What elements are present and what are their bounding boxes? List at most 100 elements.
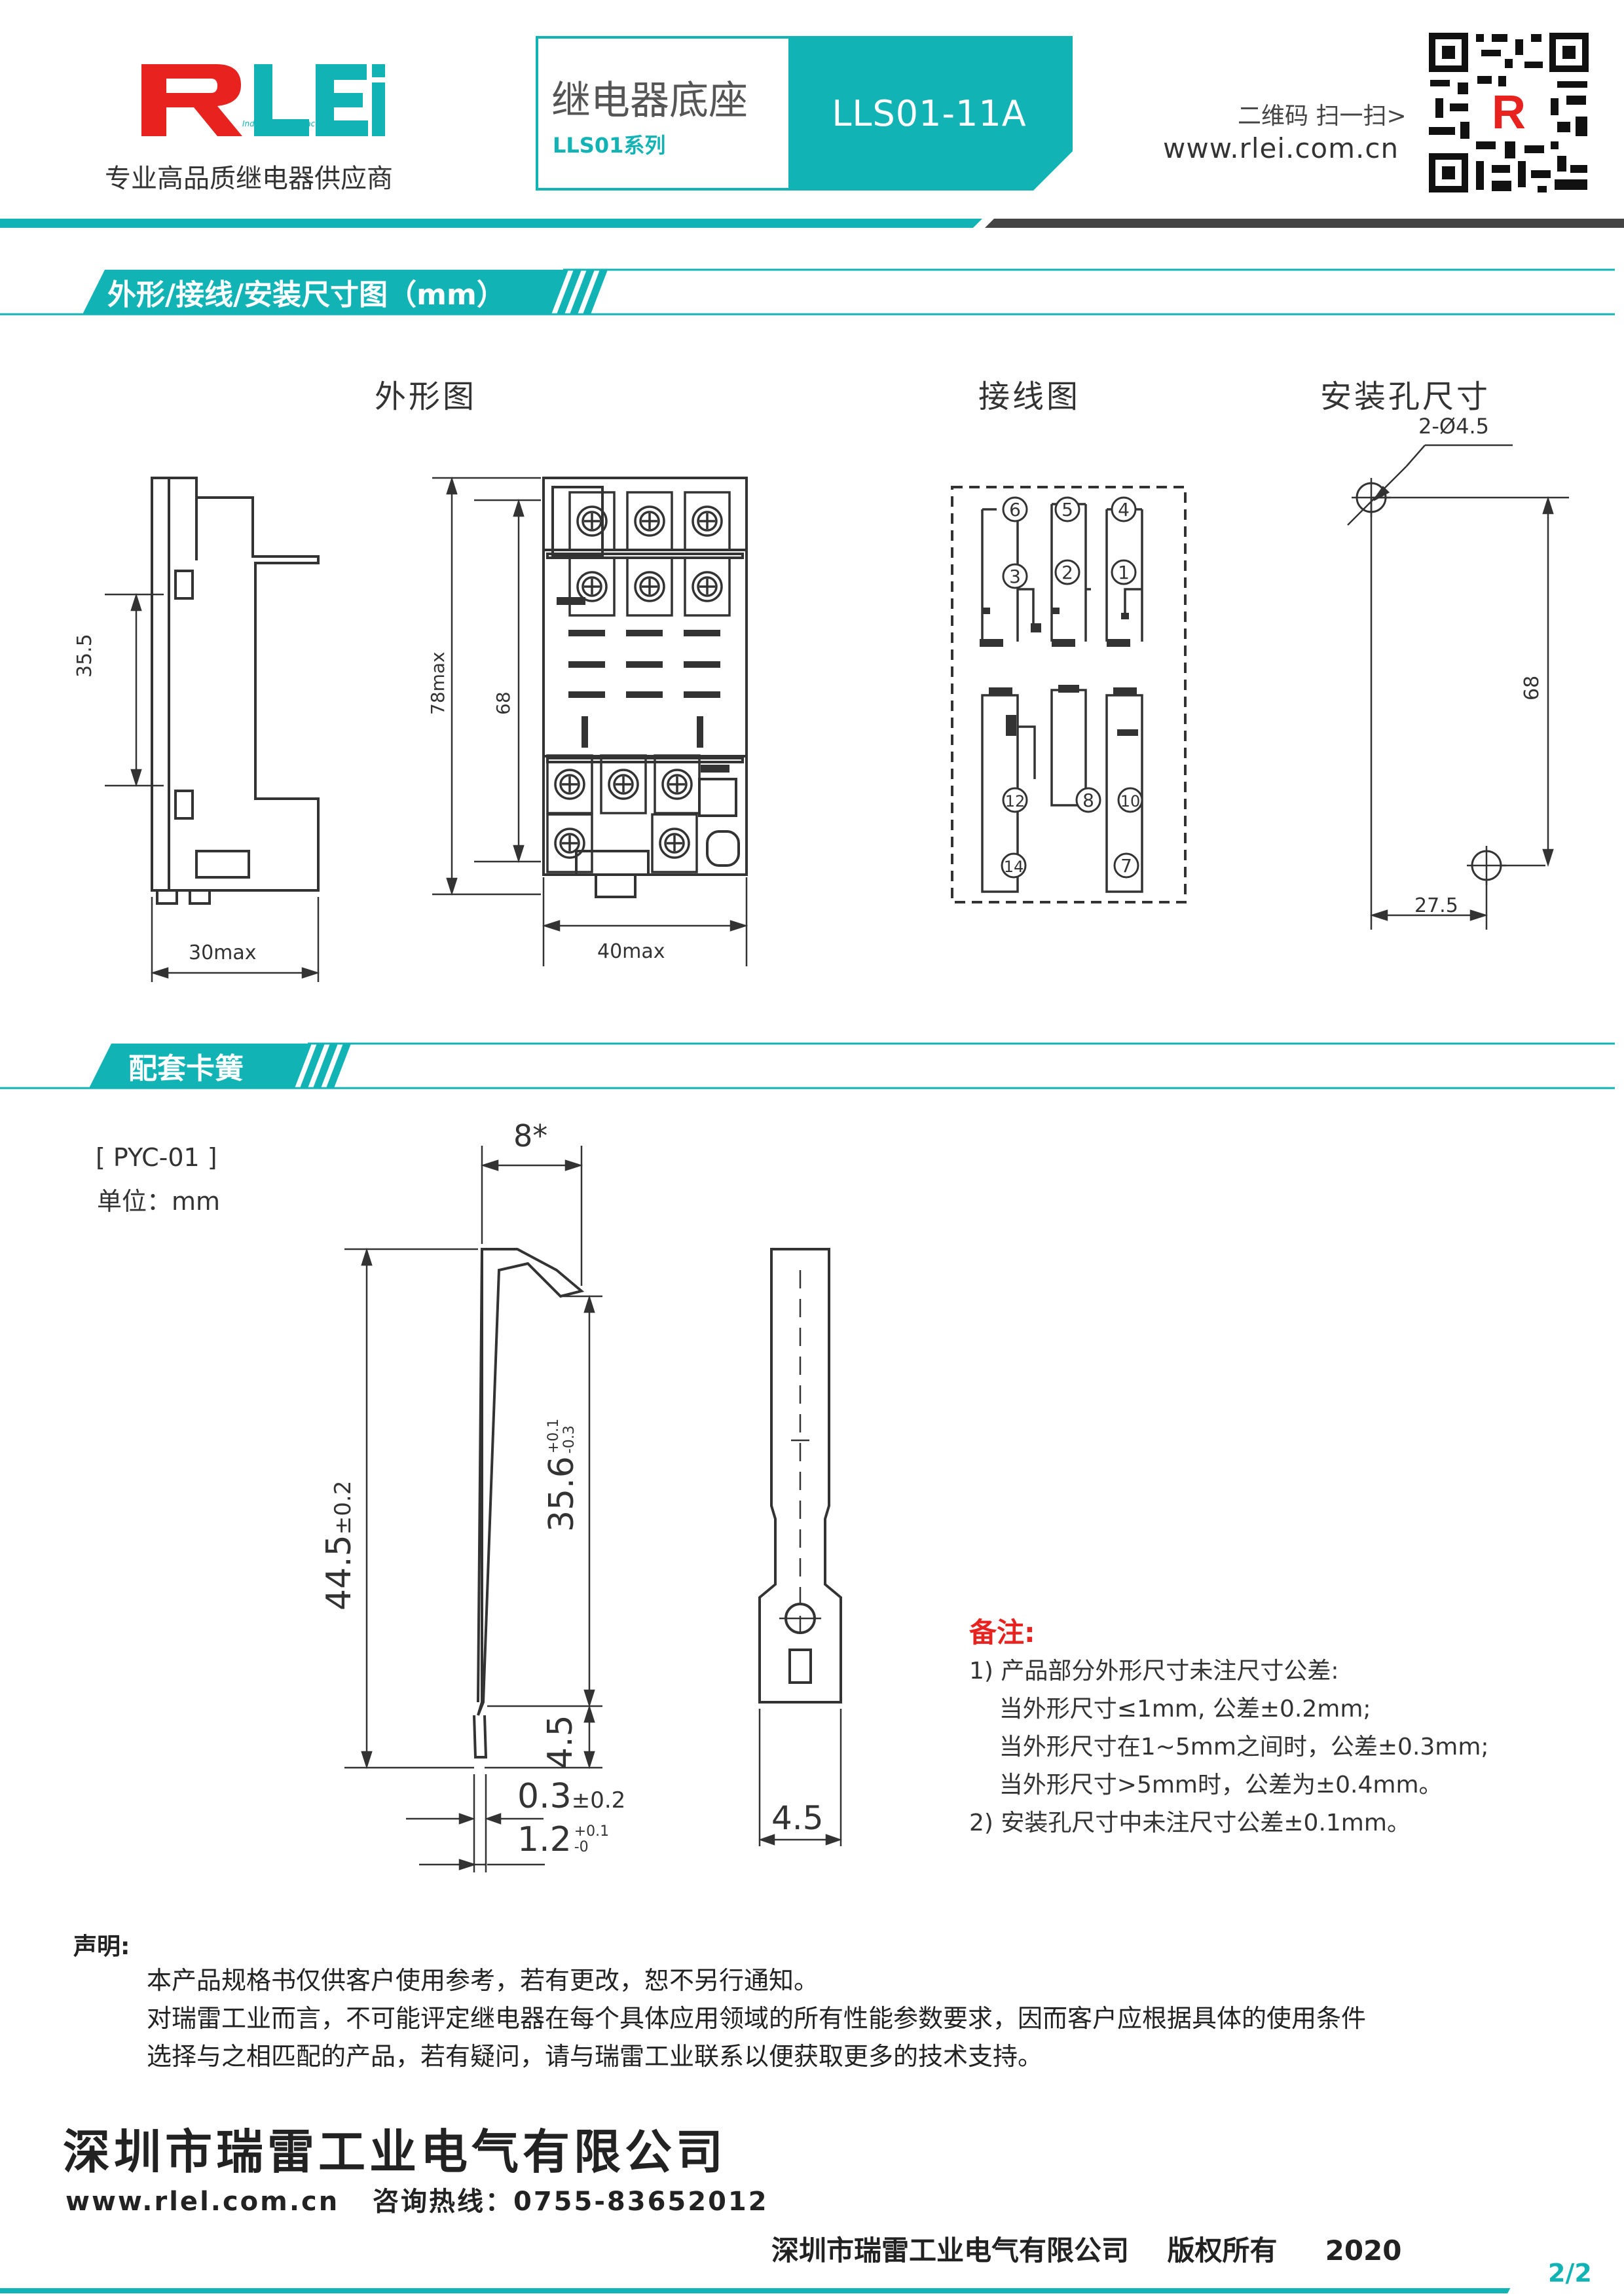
terminal-circle <box>1002 496 1028 522</box>
product-category: 继电器底座 <box>551 78 748 124</box>
mounting-title: 安装孔尺寸 <box>1320 378 1491 415</box>
terminal-circle <box>1054 559 1080 585</box>
hole-vertical-dim: 68 <box>1521 675 1543 701</box>
clip-width-bottom-dim: 4.5 <box>771 1799 824 1837</box>
clip-length-value: 44.5 <box>320 1535 359 1611</box>
clip-inner-tol-minus: -0.3 <box>561 1425 578 1454</box>
spring-clip-side-drawing <box>344 1146 602 1872</box>
outline-title: 外形图 <box>375 378 477 415</box>
terminal-label: 6 <box>1009 499 1021 520</box>
clip-foot-tol-plus: +0.1 <box>574 1823 610 1840</box>
terminal-circle <box>1054 496 1080 522</box>
page-number: 2/2 <box>1548 2259 1592 2287</box>
clip-length-tol: ±0.2 <box>330 1480 356 1535</box>
mounting-hole-drawing <box>1347 444 1569 930</box>
clip-thickness-dim: 0.3±0.2 <box>517 1777 625 1816</box>
qr-code-graphic: R <box>1426 30 1591 195</box>
note-line: 1) 产品部分外形尺寸未注尺寸公差: <box>969 1658 1339 1685</box>
notes-list: 1) 产品部分外形尺寸未注尺寸公差: 当外形尺寸≤1mm, 公差±0.2mm; … <box>969 1652 1489 1842</box>
wiring-title: 接线图 <box>978 378 1081 415</box>
terminal-circle <box>1002 787 1028 813</box>
screw-terminal <box>654 754 701 814</box>
clip-width-top-dim: 8* <box>513 1118 548 1154</box>
screw-terminal <box>546 754 593 814</box>
front-width-dim: 40max <box>597 940 665 963</box>
terminal-label: 8 <box>1082 790 1094 811</box>
terminal-label: 14 <box>1004 858 1024 876</box>
note-line: 当外形尺寸>5mm时，公差为±0.4mm。 <box>969 1772 1443 1798</box>
terminal-label: 10 <box>1120 792 1141 811</box>
spring-clip-front-drawing <box>758 1248 842 1846</box>
clip-foot-dim: 1.2 +0.1 -0 <box>517 1820 609 1859</box>
declaration-title: 声明: <box>73 1933 130 1960</box>
note-line: 2) 安装孔尺寸中未注尺寸公差±0.1mm。 <box>969 1810 1411 1836</box>
terminal-label: 3 <box>1009 566 1021 587</box>
logo-mark <box>141 64 385 136</box>
screw-terminal <box>651 813 698 873</box>
footer-company: 深圳市瑞雷工业电气有限公司 <box>63 2124 728 2179</box>
terminal-label: 2 <box>1061 562 1073 583</box>
clip-foot-tol-minus: -0 <box>574 1839 589 1855</box>
terminal-circle <box>1002 563 1028 589</box>
terminal-circle <box>1111 496 1137 522</box>
terminal-label: 12 <box>1005 792 1025 811</box>
part-code: [ PYC-01 ] <box>96 1143 217 1172</box>
note-line: 当外形尺寸在1~5mm之间时，公差±0.3mm; <box>969 1734 1489 1760</box>
product-model: LLS01-11A <box>788 39 1070 188</box>
corner-notch <box>1033 151 1073 191</box>
front-view-drawing <box>432 476 748 966</box>
clip-thickness-value: 0.3 <box>517 1777 572 1816</box>
hole-horizontal-dim: 27.5 <box>1414 894 1458 917</box>
qr-prompt: 二维码 扫一扫> <box>1238 103 1407 130</box>
terminal-circle <box>1113 852 1139 879</box>
footer-rule <box>0 2259 1624 2296</box>
screw-terminal <box>684 556 731 617</box>
terminal-label: 4 <box>1118 499 1130 520</box>
wiring-diagram: 6 5 4 3 2 1 12 8 10 14 7 <box>951 486 1187 903</box>
terminal-circle <box>1001 852 1027 879</box>
clip-inner-length-value: 35.6 <box>542 1456 581 1532</box>
screw-terminal <box>568 491 616 551</box>
screw-terminal <box>626 491 673 551</box>
product-header-box: 继电器底座 LLS01系列 LLS01-11A <box>536 36 1073 191</box>
qr-logo: R <box>1492 86 1526 139</box>
notes-title: 备注: <box>969 1616 1035 1649</box>
side-width-dim: 30max <box>189 941 257 964</box>
terminal-label: 7 <box>1120 855 1132 877</box>
screw-terminal <box>684 491 731 551</box>
footer-copyright: 深圳市瑞雷工业电气有限公司 版权所有 2020 <box>771 2234 1402 2267</box>
terminal-circle <box>1111 559 1137 585</box>
terminal-label: 1 <box>1118 562 1130 583</box>
terminal-circle <box>1117 787 1143 813</box>
section2-banner <box>0 1042 1615 1089</box>
clip-thickness-tol: ±0.2 <box>571 1787 626 1813</box>
unit-label: 单位：mm <box>97 1187 221 1216</box>
declaration-body: 本产品规格书仅供客户使用参考，若有更改，恕不另行通知。 对瑞雷工业而言，不可能评… <box>147 1961 1366 2075</box>
clip-inner-length-dim: 35.6 +0.1 -0.3 <box>542 1419 581 1532</box>
clip-inner-tol-plus: +0.1 <box>545 1418 562 1454</box>
company-logo: Industrial Manufacturing Expert <box>138 51 386 149</box>
qr-code[interactable]: R <box>1426 30 1591 195</box>
declaration-line: 对瑞雷工业而言，不可能评定继电器在每个具体应用领域的所有性能参数要求，因而客户应… <box>147 2004 1367 2033</box>
logo-tagline: Industrial Manufacturing Expert <box>242 119 367 128</box>
clip-hook-dim: 4.5 <box>541 1715 580 1769</box>
screw-terminal <box>546 813 593 873</box>
clip-length-dim: 44.5±0.2 <box>320 1481 359 1611</box>
screw-terminal <box>568 556 616 617</box>
product-series: LLS01系列 <box>553 133 666 158</box>
slogan: 专业高品质继电器供应商 <box>105 164 393 194</box>
website-link[interactable]: www.rlei.com.cn <box>1163 132 1399 164</box>
screw-terminal <box>600 754 647 814</box>
header-rule <box>0 219 1624 228</box>
front-height-max-dim: 78max <box>427 651 449 715</box>
terminal-circle <box>1075 787 1101 813</box>
side-view-drawing <box>105 477 320 982</box>
note-line: 当外形尺寸≤1mm, 公差±0.2mm; <box>969 1696 1371 1722</box>
section1-title: 外形/接线/安装尺寸图（mm） <box>107 278 506 312</box>
front-height-dim: 68 <box>492 691 514 715</box>
terminal-label: 5 <box>1061 499 1073 520</box>
declaration-line: 本产品规格书仅供客户使用参考，若有更改，恕不另行通知。 <box>147 1966 819 1995</box>
declaration-line: 选择与之相匹配的产品，若有疑问，请与瑞雷工业联系以便获取更多的技术支持。 <box>147 2042 1043 2071</box>
section1-banner <box>0 268 1615 316</box>
side-height-dim: 35.5 <box>73 634 96 678</box>
